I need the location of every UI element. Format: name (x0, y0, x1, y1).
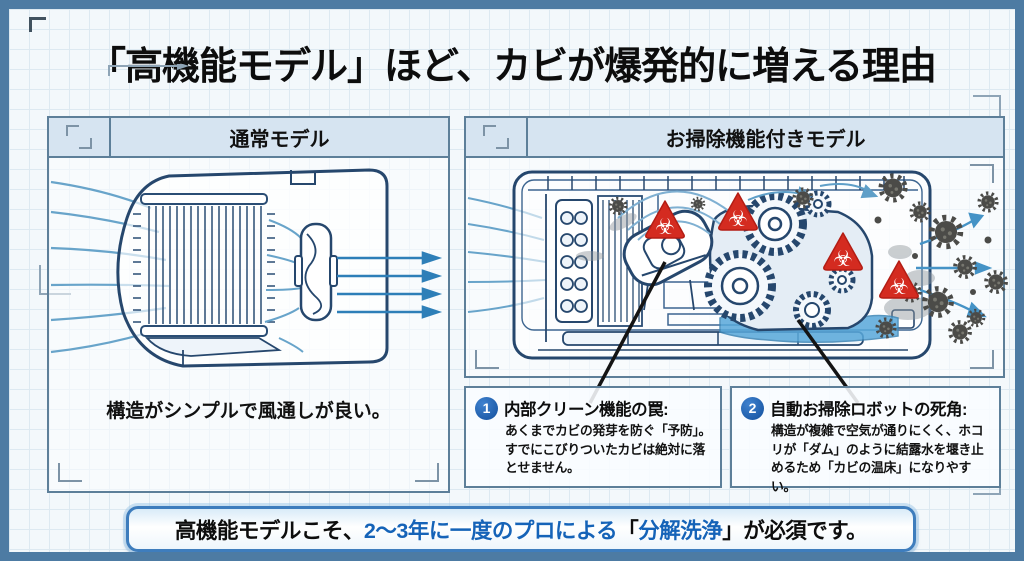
callout-number-badge: 2 (741, 396, 764, 420)
gear-icon (793, 291, 831, 329)
corner-bracket-icon (58, 463, 82, 482)
banner-segment: が必須です。 (743, 518, 868, 543)
callout-body: あくまでカビの発芽を防ぐ「予防」。すでにこびりついたカビは絶対に落とせません。 (505, 423, 712, 476)
cleaning-model-diagram: ☣ (467, 170, 1006, 405)
fan-icon (294, 222, 338, 322)
gear-icon (704, 250, 776, 322)
corner-bracket-icon (475, 350, 499, 369)
corner-bracket-icon (970, 350, 994, 369)
callout-title: 自動お掃除ロボットの死角: (770, 401, 968, 419)
panel-normal-header: 通常モデル (49, 118, 448, 158)
header-icon-cell (49, 118, 111, 156)
corner-brackets-icon (66, 125, 92, 149)
callout-title: 内部クリーン機能の罠: (504, 401, 669, 419)
panel-normal-title: 通常モデル (229, 128, 330, 151)
panel-cleaning-header: お掃除機能付きモデル (466, 118, 1003, 158)
corner-clip-mark (29, 17, 46, 32)
sketch-arrow-icon (108, 64, 189, 76)
panel-cleaning-model: お掃除機能付きモデル ☣ (464, 116, 1005, 405)
heat-exchanger-coil (133, 193, 275, 337)
filter-panel (555, 199, 593, 323)
callout-number-badge: 1 (475, 396, 498, 420)
corner-bracket-icon (415, 463, 439, 482)
banner-segment: 2〜3年に一度のプロによる (363, 518, 618, 543)
gear-icon (828, 266, 856, 294)
page-title: 「高機能モデル」ほど、カビが爆発的に増える理由 (88, 46, 937, 88)
mold-spore-icons (608, 176, 1006, 342)
corner-brackets-icon (483, 125, 509, 149)
gear-mechanism (704, 190, 874, 332)
internal-clean-nozzle (622, 209, 714, 311)
airflow-in-lines (50, 180, 170, 354)
panel-cleaning-title: お掃除機能付きモデル (665, 128, 866, 151)
banner-text: 高機能モデルこそ、2〜3年に一度のプロによる「分解洗浄」が必須です。 (174, 514, 868, 545)
banner-segment: 」 (722, 518, 744, 543)
banner-segment: 高機能モデルこそ、 (174, 518, 365, 543)
sketch-angle-mark (973, 95, 1001, 119)
banner-segment: 「 (617, 518, 639, 543)
normal-model-diagram (50, 168, 443, 368)
callout-cleaning-robot-blindspot: 2 自動お掃除ロボットの死角: 構造が複雑で空気が通りにくく、ホコリが「ダム」の… (730, 386, 1001, 494)
callout-internal-clean-trap: 1 内部クリーン機能の罠: あくまでカビの発芽を防ぐ「予防」。すでにこびりついた… (464, 386, 722, 488)
airflow-out-arrows (337, 251, 443, 319)
gear-icon (743, 192, 807, 256)
corner-bracket-icon (970, 164, 994, 183)
panel-normal-model: 通常モデル (47, 116, 450, 493)
callout-body: 構造が複雑で空気が通りにくく、ホコリが「ダム」のように結露水を堰き止めるため「カ… (771, 423, 984, 494)
conclusion-banner: 高機能モデルこそ、2〜3年に一度のプロによる「分解洗浄」が必須です。 (126, 506, 916, 552)
banner-segment: 分解洗浄 (638, 518, 723, 543)
panel-normal-caption: 構造がシンプルで風通しが良い。 (106, 401, 391, 422)
header-icon-cell (466, 118, 528, 156)
